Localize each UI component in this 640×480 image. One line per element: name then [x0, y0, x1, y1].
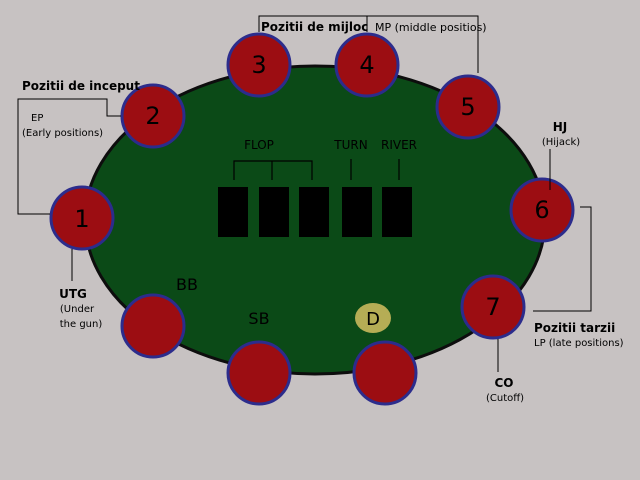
co-subtitle: (Cutoff) — [486, 393, 524, 404]
seat-sb — [226, 340, 292, 406]
seat-number: 3 — [251, 51, 266, 79]
flop-card-2 — [259, 187, 289, 237]
early-positions-code: EP — [31, 113, 43, 124]
seat-4: 4 — [334, 32, 400, 98]
hj-title: HJ — [553, 120, 568, 134]
middle-positions-subtitle: MP (middle positios) — [375, 21, 487, 34]
seat-6: 6 — [509, 177, 575, 243]
seat-bb — [120, 293, 186, 359]
middle-positions-title: Pozitii de mijloc — [261, 20, 368, 34]
middle-positions-bracket — [258, 15, 479, 73]
late-positions-bracket — [533, 206, 592, 312]
seat-number: 2 — [145, 102, 160, 130]
seat-7: 7 — [460, 274, 526, 340]
co-title: CO — [494, 376, 513, 390]
seat-number: 5 — [460, 93, 475, 121]
big-blind-label: BB — [176, 275, 198, 294]
hj-subtitle: (Hijack) — [542, 137, 580, 148]
flop-bracket — [233, 160, 313, 180]
dealer-button — [355, 303, 391, 333]
dealer-button-label: D — [366, 309, 380, 330]
early-positions-subtitle: (Early positions) — [22, 128, 103, 139]
early-positions-bracket — [17, 98, 121, 215]
turn-label: TURN — [333, 138, 367, 152]
seat-1: 1 — [49, 185, 115, 251]
seat-3: 3 — [226, 32, 292, 98]
turn-card — [342, 187, 372, 237]
seat-number: 6 — [534, 196, 549, 224]
early-positions-title: Pozitii de inceput — [22, 79, 140, 93]
seat-number: 1 — [74, 205, 89, 233]
seat-button — [352, 340, 418, 406]
utg-subtitle-2: the gun) — [60, 319, 103, 330]
flop-card-1 — [218, 187, 248, 237]
seat-5: 5 — [435, 74, 501, 140]
utg-title: UTG — [59, 287, 87, 301]
flop-card-3 — [299, 187, 329, 237]
seat-number: 7 — [485, 293, 500, 321]
small-blind-label: SB — [248, 309, 269, 328]
late-positions-title: Pozitii tarzii — [534, 321, 615, 335]
late-positions-subtitle: LP (late positions) — [534, 338, 624, 349]
river-label: RIVER — [381, 138, 417, 152]
utg-subtitle-1: (Under — [60, 304, 95, 315]
seat-number: 4 — [359, 51, 374, 79]
seat-2: 2 — [120, 83, 186, 149]
flop-label: FLOP — [244, 138, 274, 152]
river-card — [382, 187, 412, 237]
